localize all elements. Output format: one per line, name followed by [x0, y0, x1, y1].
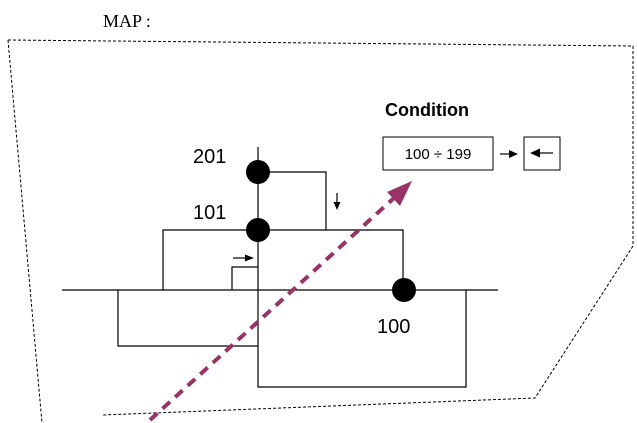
map-title: MAP :	[103, 11, 151, 31]
node-101-marker	[246, 218, 270, 242]
upper-block	[258, 171, 327, 230]
node-201-marker	[246, 160, 270, 184]
middle-block	[162, 229, 404, 290]
entry-box	[231, 266, 258, 290]
node-101-label: 101	[193, 202, 226, 224]
left-arrow-icon	[530, 148, 553, 158]
condition-arrow-icon	[500, 150, 518, 158]
down-arrow-icon	[333, 193, 341, 210]
lower-left-block	[117, 290, 258, 347]
node-100-marker	[392, 278, 416, 302]
node-201-label: 201	[193, 146, 226, 168]
condition-title: Condition	[385, 100, 469, 120]
trajectory-arrow	[148, 181, 412, 422]
map-boundary	[7, 39, 634, 423]
condition-range-box	[382, 136, 494, 171]
right-arrow-icon	[233, 254, 254, 262]
condition-range: 100 ÷ 199	[405, 146, 472, 163]
lower-right-block	[257, 290, 467, 388]
node-100-label: 100	[377, 316, 410, 338]
